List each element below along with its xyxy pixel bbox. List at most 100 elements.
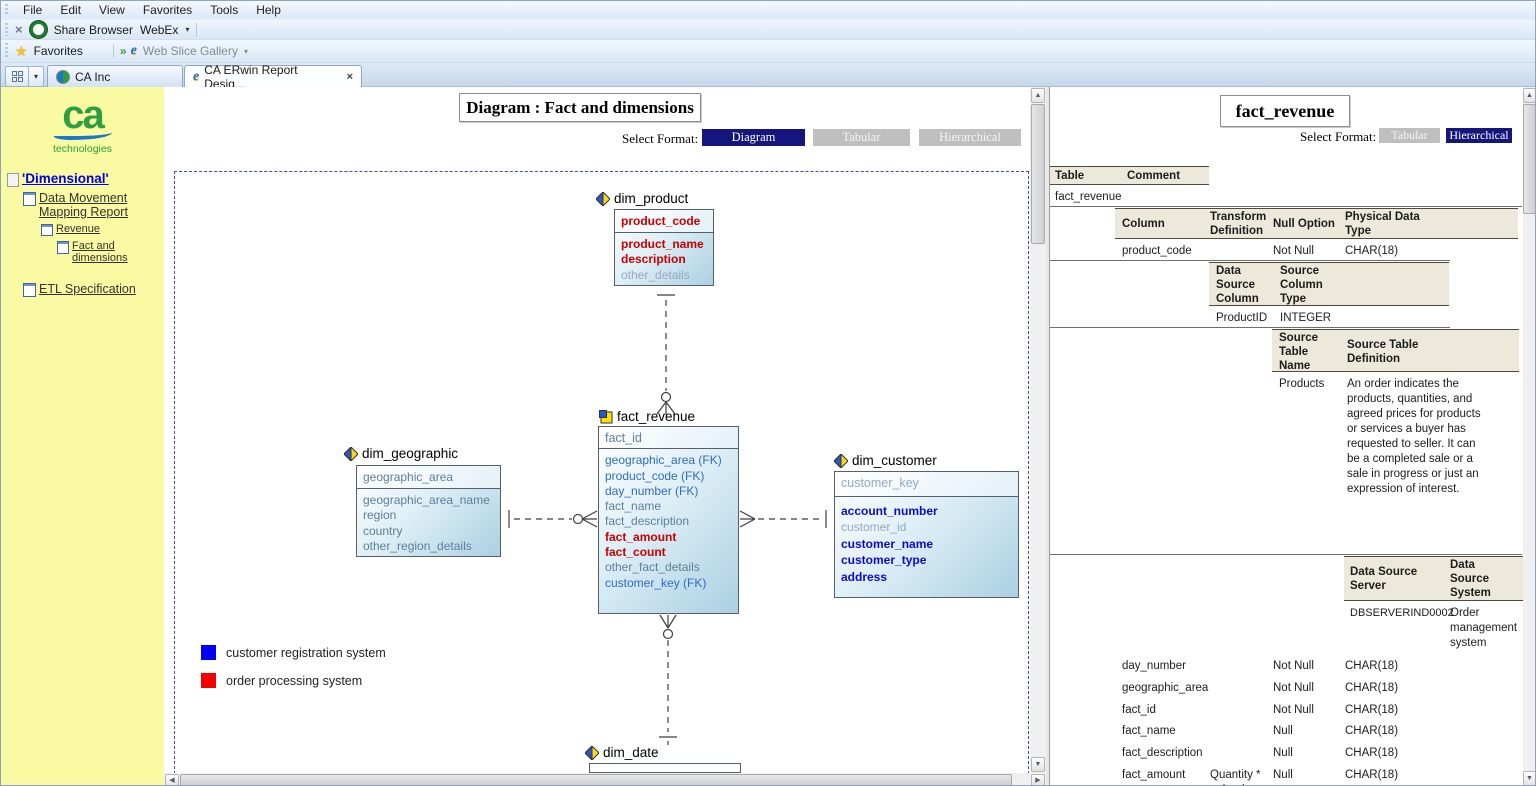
sidebar-link-label[interactable]: Data Movement Mapping Report — [39, 191, 128, 219]
legend-label: order processing system — [226, 673, 363, 688]
data-source-column-header: Data Source Column Source Column Type — [1209, 262, 1449, 306]
entity-name: dim_geographic — [362, 446, 459, 461]
cell-physical-type: CHAR(18) — [1345, 682, 1399, 694]
web-slice-gallery-button[interactable]: Web Slice Gallery — [142, 44, 238, 58]
quick-tabs-button[interactable] — [5, 66, 29, 87]
menu-edit[interactable]: Edit — [60, 3, 82, 17]
columns-header: Column Transform Definition Null Option … — [1115, 208, 1518, 239]
legend-item: order processing system — [201, 673, 362, 688]
scroll-right-icon[interactable]: ▶ — [1031, 774, 1045, 785]
diagram-panel: Diagram : Fact and dimensions Select For… — [164, 87, 1030, 785]
entity-dim-date[interactable]: day_number — [589, 763, 741, 773]
entity-dim-product[interactable]: product_code product_name description ot… — [614, 209, 714, 286]
favorites-bar: ★ Favorites » e Web Slice Gallery ▾ — [1, 40, 1535, 63]
column-header: Data Source System — [1450, 559, 1491, 599]
close-tab-icon[interactable]: × — [346, 70, 353, 83]
cell-column: fact_name — [1122, 725, 1176, 737]
sidebar-item-etl-specification[interactable]: ETL Specification — [1, 282, 164, 297]
menu-help[interactable]: Help — [256, 3, 281, 17]
sidebar-item-data-movement-mapping-report[interactable]: Data Movement Mapping Report — [1, 191, 143, 219]
data-source-server-header: Data Source Server Data Source System — [1344, 556, 1523, 601]
chevron-down-icon[interactable]: ▾ — [185, 25, 190, 34]
format-button-hierarchical[interactable]: Hierarchical — [919, 129, 1021, 146]
ca-logo-text: ca — [62, 93, 104, 137]
sidebar-link-label[interactable]: ETL Specification — [39, 282, 136, 296]
scroll-thumb[interactable] — [1523, 104, 1535, 214]
column-header: Table — [1055, 170, 1085, 182]
dimension-icon — [834, 453, 848, 468]
format-button-label: Hierarchical — [1449, 128, 1509, 142]
entity-label-dim-customer: dim_customer — [834, 453, 937, 468]
attribute: customer_type — [841, 553, 927, 567]
scroll-thumb[interactable] — [180, 774, 1012, 785]
menu-view[interactable]: View — [99, 3, 125, 17]
format-button-tabular[interactable]: Tabular — [1379, 128, 1440, 143]
scroll-up-icon[interactable]: ▲ — [1031, 88, 1045, 103]
format-button-tabular[interactable]: Tabular — [813, 129, 910, 146]
format-button-diagram[interactable]: Diagram — [702, 129, 805, 146]
menu-bar: File Edit View Favorites Tools Help — [1, 1, 1535, 20]
diagram-horizontal-scrollbar[interactable]: ◀ ▶ — [164, 773, 1046, 785]
cell-null-option: Null — [1273, 769, 1293, 781]
diagram-title-text: Diagram : Fact and dimensions — [466, 97, 694, 117]
dimension-icon — [585, 745, 599, 760]
report-tree: 'Dimensional' Data Movement Mapping Repo… — [1, 171, 164, 301]
format-button-label: Tabular — [842, 130, 881, 144]
scroll-left-icon[interactable]: ◀ — [165, 774, 179, 785]
cell-column: fact_description — [1122, 747, 1203, 759]
cell-physical-type: CHAR(18) — [1345, 704, 1399, 716]
favorites-button[interactable]: Favorites — [33, 44, 83, 58]
model-icon — [7, 173, 19, 187]
cell-physical-type: CHAR(18) — [1345, 769, 1399, 781]
sidebar-item-revenue[interactable]: Revenue — [1, 223, 164, 236]
legend-item: customer registration system — [201, 645, 386, 660]
scroll-thumb[interactable] — [1031, 104, 1045, 244]
cell-source-table-definition: An order indicates the products, quantit… — [1347, 378, 1481, 495]
select-format-label: Select Format: — [622, 131, 699, 146]
attribute: country — [363, 523, 403, 538]
cell-data-source-server: DBSERVERIND0002 — [1350, 607, 1454, 619]
detail-vertical-scrollbar[interactable]: ▲ ▼ — [1523, 87, 1535, 785]
webex-menu[interactable]: WebEx — [139, 22, 179, 37]
ie-icon: e — [130, 43, 137, 58]
sidebar-link-label[interactable]: Revenue — [56, 223, 101, 235]
separator — [112, 44, 114, 58]
favorites-star-icon[interactable]: ★ — [15, 42, 28, 59]
add-to-favorites-bar-icon[interactable]: » — [119, 44, 127, 58]
scroll-down-icon[interactable]: ▼ — [1031, 757, 1045, 772]
entity-dim-customer[interactable]: customer_key account_number customer_id … — [834, 471, 1019, 598]
sidebar-link-label[interactable]: 'Dimensional' — [22, 171, 109, 186]
column-header: Null Option — [1273, 218, 1335, 230]
cell-physical-type: CHAR(18) — [1345, 660, 1399, 672]
table-name-cell: fact_revenue — [1055, 191, 1122, 203]
subject-area-icon — [41, 224, 53, 236]
format-button-label: Tabular — [1391, 128, 1428, 142]
sidebar-item-fact-and-dimensions[interactable]: Fact and dimensions — [1, 240, 143, 264]
chevron-down-icon[interactable]: ▾ — [243, 46, 248, 56]
attribute: customer_id — [841, 520, 907, 534]
attribute-foreign-key: day_number (FK) — [605, 483, 699, 498]
share-browser-label[interactable]: Share Browser — [53, 22, 133, 37]
ca-logo-swoosh — [53, 129, 112, 140]
tab-list-dropdown[interactable]: ▾ — [28, 66, 44, 87]
tab-ca-erwin-report-designer[interactable]: e CA ERwin Report Desig... × — [184, 63, 362, 91]
cell-source-table: Products — [1279, 378, 1325, 390]
scroll-down-icon[interactable]: ▼ — [1523, 771, 1535, 785]
ca-site-icon — [56, 69, 70, 84]
entity-dim-geographic[interactable]: geographic_area geographic_area_name reg… — [356, 465, 501, 557]
menu-file[interactable]: File — [23, 3, 43, 17]
sidebar-link-label[interactable]: Fact and dimensions — [72, 240, 128, 264]
tab-ca-inc[interactable]: CA Inc — [47, 65, 183, 87]
format-button-hierarchical[interactable]: Hierarchical — [1446, 128, 1512, 143]
attribute: fact_amount — [605, 529, 677, 544]
close-toolbar-icon[interactable]: × — [15, 22, 23, 37]
column-header: Comment — [1127, 170, 1181, 182]
entity-fact-revenue[interactable]: fact_id geographic_area (FK) product_cod… — [598, 426, 739, 614]
dimension-icon — [344, 446, 358, 461]
sidebar-item-dimensional[interactable]: 'Dimensional' — [1, 171, 164, 187]
diagram-vertical-scrollbar[interactable]: ▲ ▼ — [1030, 87, 1046, 773]
menu-tools[interactable]: Tools — [210, 3, 239, 17]
scroll-up-icon[interactable]: ▲ — [1523, 88, 1535, 103]
menu-favorites[interactable]: Favorites — [142, 3, 193, 17]
diagram-icon — [57, 241, 69, 254]
